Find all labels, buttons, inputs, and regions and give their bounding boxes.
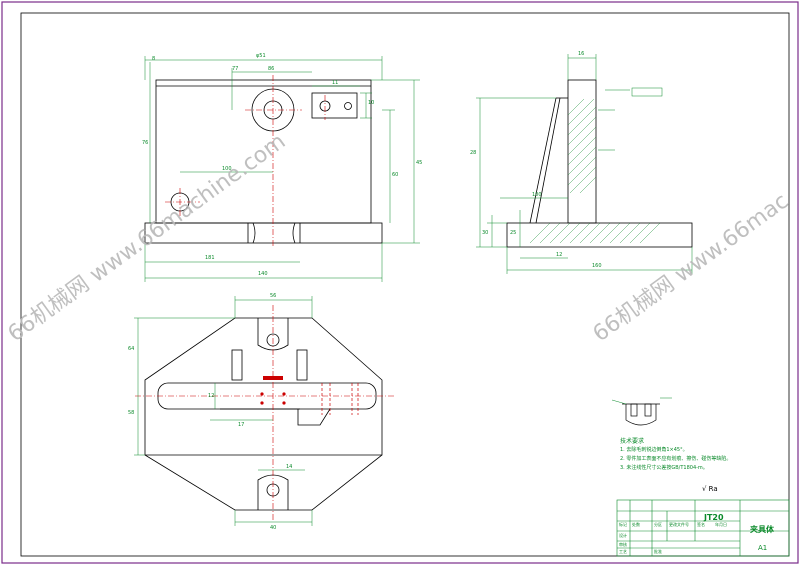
front-dimensions (144, 56, 420, 282)
notes-item-3: 3. 未注线性尺寸公差按GB/T1804-m。 (620, 465, 708, 471)
title-block-label-2: 分区 (654, 522, 662, 527)
front-centerlines (165, 75, 326, 248)
dim-front-base-width: 181 (205, 255, 215, 261)
plan-dimensions (134, 296, 313, 526)
dim-side-base-len: 160 (592, 263, 602, 269)
dim-side-height: 28 (470, 150, 477, 156)
dim-plan-slot: 12 (208, 393, 215, 399)
dim-front-right-height: 45 (416, 160, 423, 166)
dim-front-right-short: 10 (368, 100, 375, 106)
plan-feature-marks (260, 376, 286, 405)
dim-plan-top-width: 56 (270, 293, 277, 299)
dim-front-top-c: 11 (332, 80, 339, 86)
title-block-label-3: 更改文件号 (669, 522, 689, 527)
detail-section (622, 403, 660, 426)
dim-side-bottom: 12 (556, 252, 563, 258)
dim-plan-bottom-w: 40 (270, 525, 277, 531)
title-block-label-5: 年月日 (715, 522, 727, 527)
title-block-name: 夹具体 (750, 525, 774, 534)
dim-plan-height-total: 58 (128, 410, 135, 416)
title-block-label-8: 工艺 (619, 549, 627, 554)
dim-front-top-a: 86 (268, 66, 275, 72)
dim-plan-bottom-slot: 14 (286, 464, 293, 470)
dim-front-hole-height: 60 (392, 172, 399, 178)
dim-front-top-d: 8 (152, 56, 156, 62)
dim-side-left-w: 100 (532, 192, 542, 198)
title-block-label-4: 签名 (697, 522, 705, 527)
title-block-label-7: 审核 (619, 542, 627, 547)
side-dimensions (476, 54, 693, 274)
dim-front-left-height: 76 (142, 140, 149, 146)
title-block-label-9: 批准 (654, 549, 662, 554)
dim-front-overall-width: 140 (258, 271, 268, 277)
dim-side-base-h2: 25 (510, 230, 517, 236)
title-block-code: JT20 (704, 513, 724, 522)
dim-side-base-h: 30 (482, 230, 489, 236)
plan-view (144, 317, 383, 511)
dim-plan-height-left: 64 (128, 346, 135, 352)
dim-front-mid: 100 (222, 166, 232, 172)
plan-hidden-lines (321, 383, 359, 415)
notes-title: 技术要求 (620, 438, 645, 445)
inner-frame (20, 12, 790, 557)
detail-leaders (611, 397, 672, 405)
title-block (616, 499, 790, 557)
side-view (506, 79, 693, 248)
side-hatching (529, 98, 661, 244)
plan-centerlines (135, 305, 395, 520)
dim-front-top-b: 77 (232, 66, 239, 72)
title-block-label-0: 标记 (619, 522, 627, 527)
dim-front-top-overall: φ51 (256, 53, 266, 59)
notes-item-2: 2. 零件加工表面不应有划痕、擦伤、碰伤等缺陷。 (620, 456, 732, 462)
notes-item-1: 1. 去除毛刺锐边倒角1×45°。 (620, 447, 688, 453)
title-block-label-1: 处数 (632, 522, 640, 527)
dim-plan-len: 17 (238, 422, 245, 428)
title-block-label-6: 设计 (619, 533, 627, 538)
title-block-scale: A1 (758, 544, 768, 552)
dim-side-top-width: 16 (578, 51, 585, 57)
roughness-note: √ Ra (702, 485, 718, 493)
